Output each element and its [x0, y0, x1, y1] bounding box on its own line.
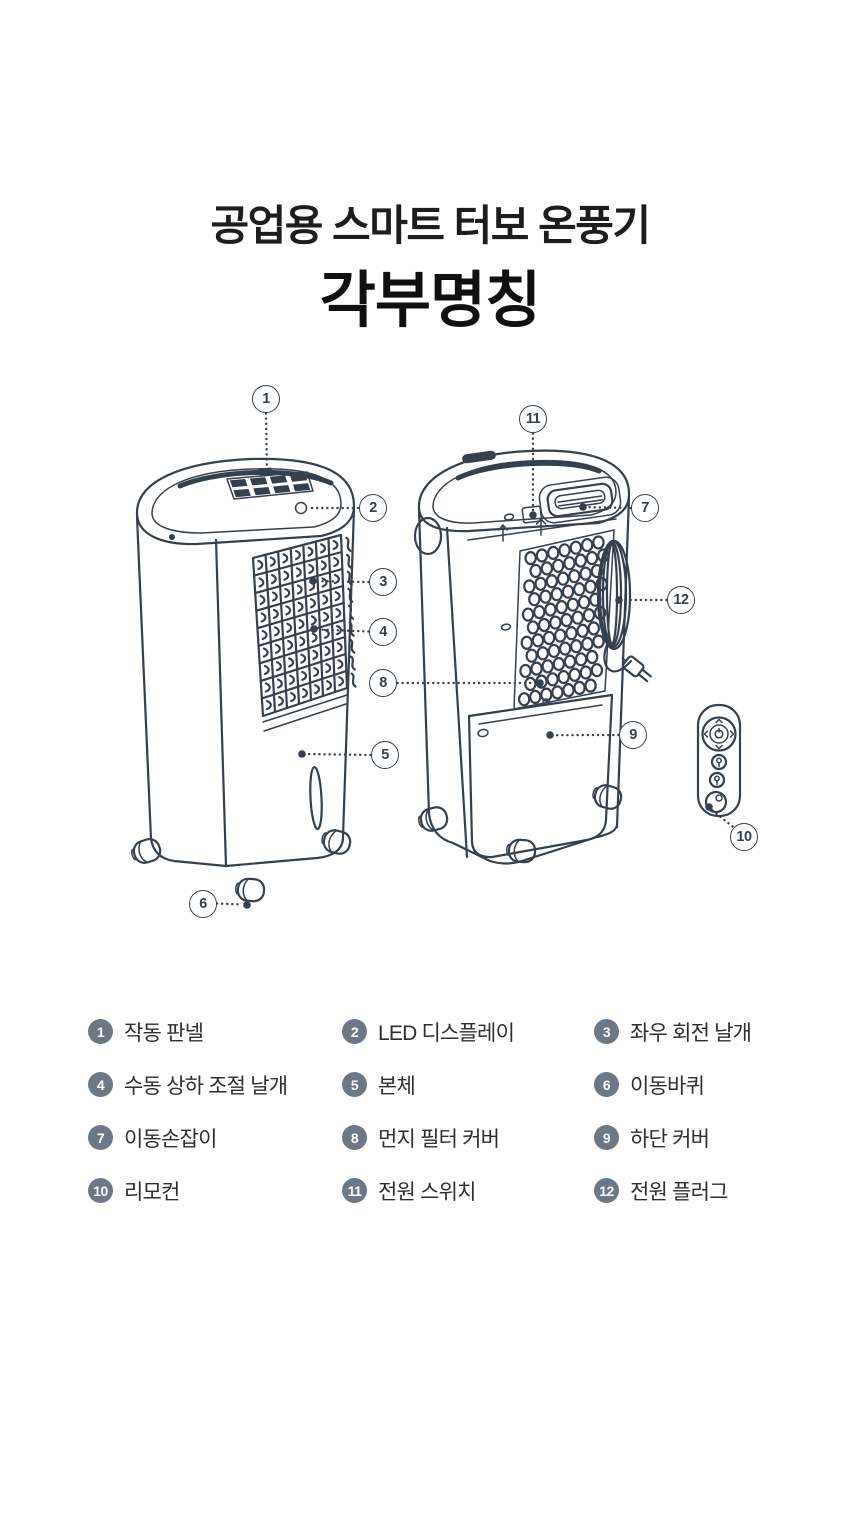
legend-badge-5: 5: [342, 1072, 367, 1097]
legend-label-6: 이동바퀴: [630, 1074, 705, 1098]
caster-wheels: [127, 781, 625, 903]
legend-item-5: 5 본체: [342, 1070, 594, 1100]
legend-badge-10: 10: [88, 1178, 113, 1203]
legend-badge-4: 4: [88, 1072, 113, 1097]
page-title: 각부명칭: [319, 266, 541, 334]
legend-item-4: 4 수동 상하 조절 날개: [88, 1070, 342, 1100]
legend-item-6: 6 이동바퀴: [594, 1070, 844, 1100]
legend-label-12: 전원 플러그: [630, 1180, 728, 1204]
page-subtitle: 공업용 스마트 터보 온풍기: [210, 202, 651, 249]
legend-label-10: 리모컨: [124, 1180, 180, 1204]
callout-leader-lines: [215, 412, 734, 909]
legend-badge-11: 11: [342, 1178, 367, 1203]
callout-11: 11: [519, 405, 547, 433]
legend-badge-12: 12: [594, 1178, 619, 1203]
legend-label-9: 하단 커버: [630, 1127, 710, 1151]
callout-3: 3: [369, 568, 397, 596]
callout-12: 12: [667, 586, 695, 614]
callout-5: 5: [371, 741, 399, 769]
callout-6: 6: [189, 890, 217, 918]
callout-9: 9: [619, 721, 647, 749]
legend-badge-9: 9: [594, 1125, 619, 1150]
legend-item-12: 12 전원 플러그: [594, 1176, 844, 1206]
legend-label-3: 좌우 회전 날개: [630, 1021, 752, 1045]
legend-badge-6: 6: [594, 1072, 619, 1097]
legend-label-8: 먼지 필터 커버: [378, 1127, 500, 1151]
legend-badge-2: 2: [342, 1019, 367, 1044]
callout-7: 7: [631, 494, 659, 522]
legend-badge-8: 8: [342, 1125, 367, 1150]
rear-unit-drawing: [413, 449, 652, 865]
legend-badge-1: 1: [88, 1019, 113, 1044]
front-unit-drawing: [135, 457, 357, 868]
callout-10: 10: [730, 823, 758, 851]
callout-8: 8: [369, 669, 397, 697]
legend-item-8: 8 먼지 필터 커버: [342, 1123, 594, 1153]
legend-item-7: 7 이동손잡이: [88, 1123, 342, 1153]
parts-legend: 1 작동 판넬 2 LED 디스플레이 3 좌우 회전 날개 4 수동 상하 조…: [88, 1005, 844, 1217]
callout-4: 4: [369, 618, 397, 646]
legend-item-10: 10 리모컨: [88, 1176, 342, 1206]
legend-badge-7: 7: [88, 1125, 113, 1150]
remote-control-drawing: [696, 703, 742, 818]
legend-item-2: 2 LED 디스플레이: [342, 1017, 594, 1047]
legend-item-1: 1 작동 판넬: [88, 1017, 342, 1047]
legend-label-1: 작동 판넬: [124, 1021, 204, 1045]
legend-item-3: 3 좌우 회전 날개: [594, 1017, 844, 1047]
callout-1: 1: [252, 385, 280, 413]
legend-badge-3: 3: [594, 1019, 619, 1044]
legend-label-4: 수동 상하 조절 날개: [124, 1074, 288, 1098]
legend-label-5: 본체: [378, 1074, 416, 1098]
callout-2: 2: [359, 494, 387, 522]
legend-label-11: 전원 스위치: [378, 1180, 476, 1204]
legend-item-9: 9 하단 커버: [594, 1123, 844, 1153]
legend-label-2: LED 디스플레이: [378, 1021, 515, 1045]
legend-item-11: 11 전원 스위치: [342, 1176, 594, 1206]
legend-label-7: 이동손잡이: [124, 1127, 217, 1151]
